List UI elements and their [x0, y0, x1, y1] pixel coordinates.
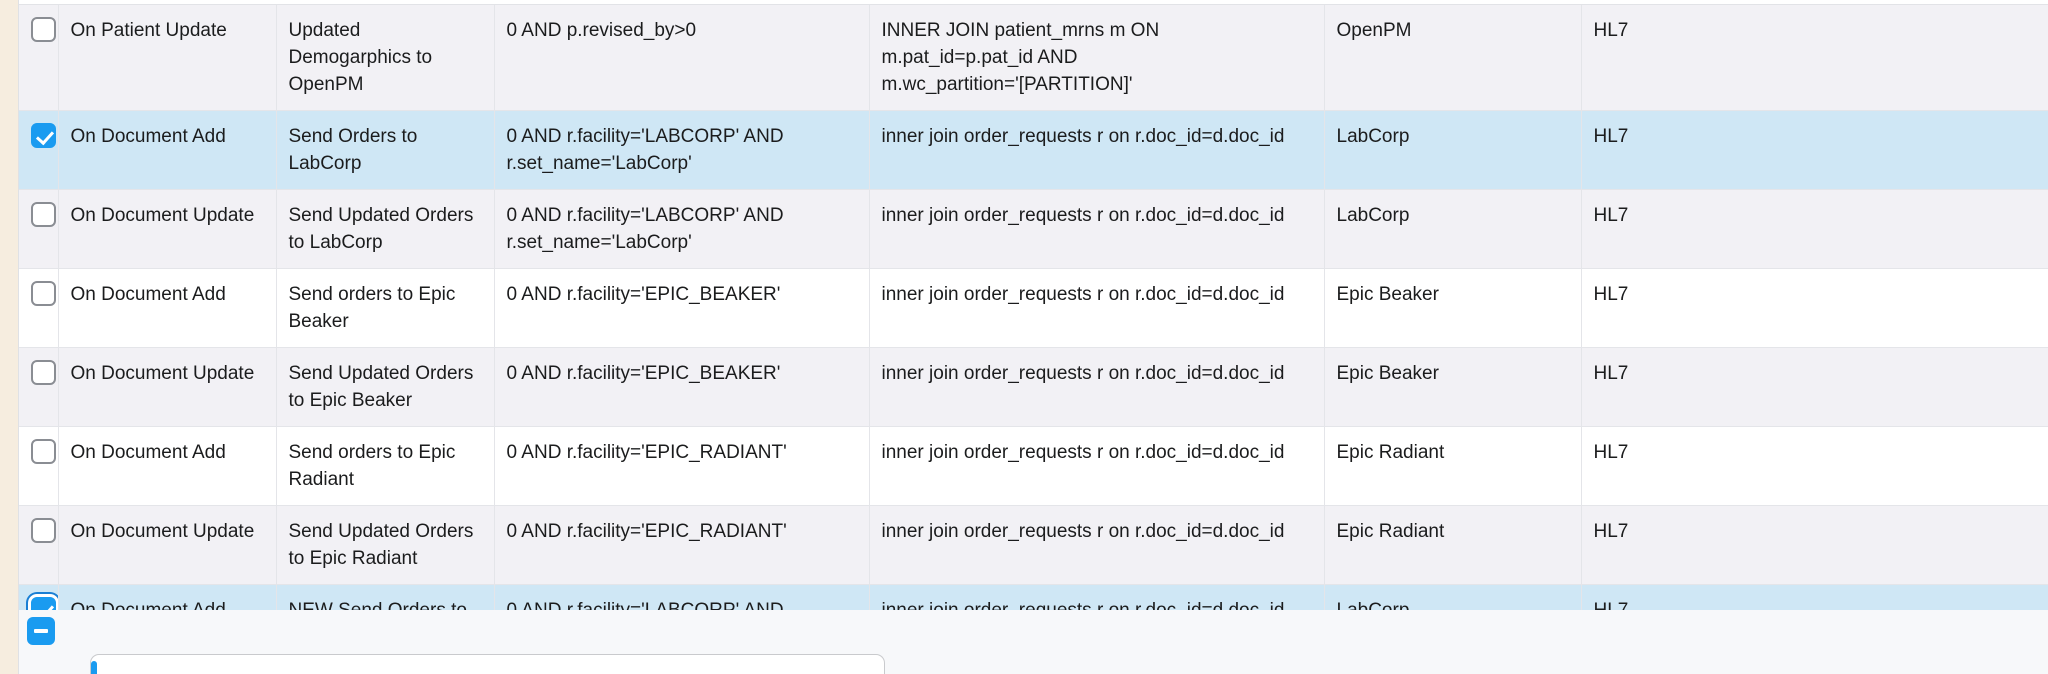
- cell-name: Updated Demogarphics to OpenPM: [276, 5, 495, 111]
- cell-message-type: HL7: [1581, 584, 2048, 610]
- cell-event: On Document Add: [58, 110, 277, 190]
- cell-name: Send Orders to LabCorp: [276, 110, 495, 190]
- cell-event: On Document Update: [58, 189, 277, 269]
- cell-message-type: HL7: [1581, 268, 2048, 348]
- cell-event: On Document Update: [58, 347, 277, 427]
- cell-message-type: HL7: [1581, 347, 2048, 427]
- cell-condition: 0 AND r.facility='EPIC_RADIANT': [494, 426, 870, 506]
- cell-condition: 0 AND r.facility='LABCORP' AND r.set_nam…: [494, 110, 870, 190]
- cell-vendor: LabCorp: [1324, 110, 1582, 190]
- cell-join: inner join order_requests r on r.doc_id=…: [869, 426, 1325, 506]
- row-select-cell[interactable]: [19, 189, 59, 269]
- row-select-cell[interactable]: [19, 505, 59, 585]
- minus-icon[interactable]: [27, 617, 55, 645]
- table-row[interactable]: On Document AddNEW Send Orders to LabCor…: [19, 584, 2048, 610]
- cell-vendor: Epic Radiant: [1324, 505, 1582, 585]
- cell-message-type: HL7: [1581, 5, 2048, 111]
- grid-top-edge: [19, 0, 2048, 5]
- cell-event: On Document Update: [58, 505, 277, 585]
- row-select-checkbox[interactable]: [31, 439, 56, 464]
- cell-join: INNER JOIN patient_mrns m ON m.pat_id=p.…: [869, 5, 1325, 111]
- cell-condition: 0 AND r.facility='LABCORP' AND r.set_nam…: [494, 189, 870, 269]
- cell-condition: 0 AND r.facility='EPIC_BEAKER': [494, 347, 870, 427]
- row-select-cell[interactable]: [19, 426, 59, 506]
- cell-vendor: LabCorp: [1324, 584, 1582, 610]
- cell-message-type: HL7: [1581, 505, 2048, 585]
- cell-condition: 0 AND p.revised_by>0: [494, 5, 870, 111]
- row-select-checkbox[interactable]: [31, 202, 56, 227]
- cell-join: inner join order_requests r on r.doc_id=…: [869, 584, 1325, 610]
- cell-vendor: OpenPM: [1324, 5, 1582, 111]
- cell-join: inner join order_requests r on r.doc_id=…: [869, 189, 1325, 269]
- cell-join: inner join order_requests r on r.doc_id=…: [869, 268, 1325, 348]
- cell-join: inner join order_requests r on r.doc_id=…: [869, 347, 1325, 427]
- cell-join: inner join order_requests r on r.doc_id=…: [869, 505, 1325, 585]
- cell-vendor: Epic Radiant: [1324, 426, 1582, 506]
- cell-name: Send orders to Epic Radiant: [276, 426, 495, 506]
- cell-name: Send orders to Epic Beaker: [276, 268, 495, 348]
- cell-event: On Document Add: [58, 584, 277, 610]
- row-select-checkbox[interactable]: [31, 518, 56, 543]
- row-select-cell[interactable]: [19, 5, 59, 111]
- page-left-margin: [0, 0, 18, 674]
- row-select-checkbox[interactable]: [31, 17, 56, 42]
- detail-panel-accent: [91, 661, 97, 674]
- cell-event: On Patient Update: [58, 5, 277, 111]
- cell-name: Send Updated Orders to Epic Radiant: [276, 505, 495, 585]
- row-select-checkbox[interactable]: [28, 594, 57, 610]
- row-select-checkbox[interactable]: [31, 123, 56, 148]
- row-select-cell[interactable]: [19, 584, 59, 610]
- cell-condition: 0 AND r.facility='LABCORP' AND r.set_nam…: [494, 584, 870, 610]
- cell-event: On Document Add: [58, 268, 277, 348]
- row-select-cell[interactable]: [19, 110, 59, 190]
- detail-panel[interactable]: [90, 654, 885, 674]
- row-select-checkbox[interactable]: [31, 360, 56, 385]
- cell-vendor: LabCorp: [1324, 189, 1582, 269]
- cell-message-type: HL7: [1581, 110, 2048, 190]
- row-select-cell[interactable]: [19, 268, 59, 348]
- cell-event: On Document Add: [58, 426, 277, 506]
- cell-message-type: HL7: [1581, 189, 2048, 269]
- cell-vendor: Epic Beaker: [1324, 268, 1582, 348]
- row-select-cell[interactable]: [19, 347, 59, 427]
- cell-message-type: HL7: [1581, 426, 2048, 506]
- cell-name: Send Updated Orders to LabCorp: [276, 189, 495, 269]
- cell-name: Send Updated Orders to Epic Beaker: [276, 347, 495, 427]
- cell-condition: 0 AND r.facility='EPIC_BEAKER': [494, 268, 870, 348]
- row-select-checkbox[interactable]: [31, 281, 56, 306]
- cell-name: NEW Send Orders to LabCorp: [276, 584, 495, 610]
- cell-vendor: Epic Beaker: [1324, 347, 1582, 427]
- cell-join: inner join order_requests r on r.doc_id=…: [869, 110, 1325, 190]
- cell-condition: 0 AND r.facility='EPIC_RADIANT': [494, 505, 870, 585]
